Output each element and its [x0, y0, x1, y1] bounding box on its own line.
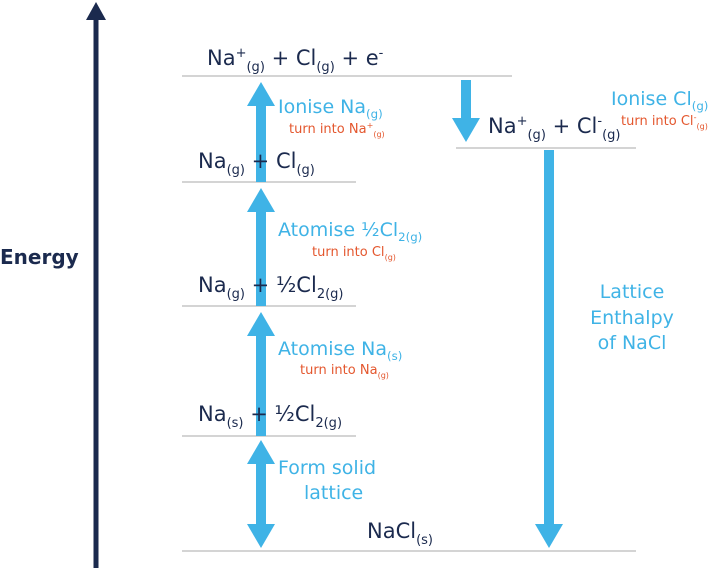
- step-note-atomise-cl: turn into Cl(g): [312, 245, 396, 262]
- step-label-form-lattice: Form solid lattice: [278, 457, 377, 504]
- energy-axis-label: Energy: [0, 245, 79, 269]
- level-label-ions-electron: Na+(g) + Cl(g) + e-: [207, 46, 384, 75]
- step-label-ionise-cl: Ionise Cl(g): [611, 88, 709, 114]
- energy-axis-arrowhead: [86, 2, 106, 20]
- step-label-lattice-enthalpy: Lattice Enthalpy of NaCl: [590, 281, 674, 355]
- ionise-cl-arrow: [452, 80, 480, 142]
- level-label-na-gas-half-cl2: Na(g) + ½Cl2(g): [198, 273, 344, 302]
- step-note-atomise-na: turn into Na(g): [300, 363, 389, 380]
- lattice-enthalpy-arrow: [535, 150, 563, 548]
- step-note-ionise-cl: turn into Cl-(g): [621, 113, 708, 131]
- atomise-na-arrow: [247, 312, 275, 436]
- ionise-na-arrow: [247, 82, 275, 182]
- step-note-ionise-na: turn into Na+(g): [289, 121, 385, 139]
- atomise-cl-arrow: [247, 188, 275, 306]
- level-label-atoms-gas: Na(g) + Cl(g): [198, 149, 315, 178]
- step-label-atomise-na: Atomise Na(s): [278, 338, 403, 364]
- level-label-ions: Na+(g) + Cl-(g): [488, 114, 621, 143]
- level-label-nacl-solid: NaCl(s): [367, 519, 434, 548]
- step-label-ionise-na: Ionise Na(g): [278, 96, 383, 122]
- level-label-elements: Na(s) + ½Cl2(g): [198, 402, 343, 431]
- step-label-atomise-cl: Atomise ½Cl2(g): [278, 219, 423, 245]
- form-lattice-arrow: [247, 440, 275, 548]
